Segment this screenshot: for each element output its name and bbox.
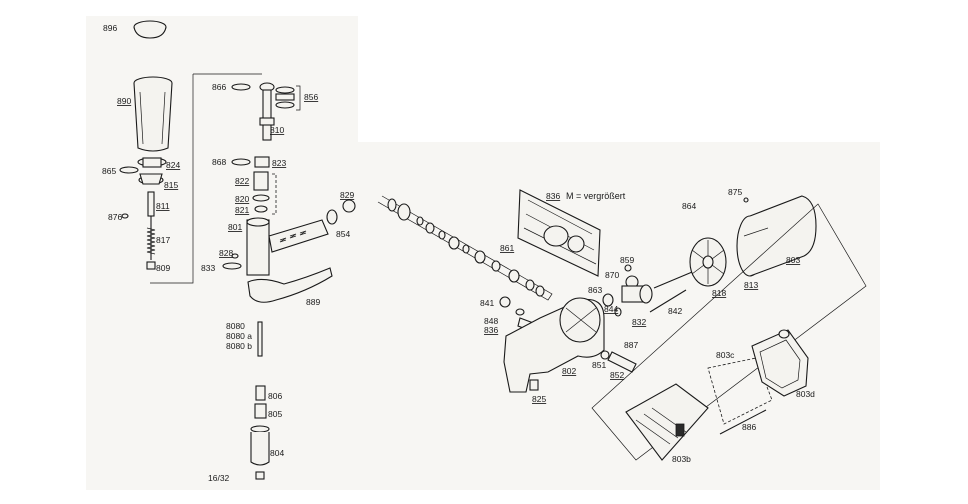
label-803c: 803c — [716, 350, 735, 360]
label-801: 801 — [228, 222, 242, 232]
label-803d: 803d — [796, 389, 815, 399]
label-866: 866 — [212, 82, 226, 92]
label-805: 805 — [268, 409, 282, 419]
label-811: 811 — [156, 201, 170, 211]
label-854: 854 — [336, 229, 350, 239]
label-864: 864 — [682, 201, 696, 211]
label-876: 876 — [108, 212, 122, 222]
label-817: 817 — [156, 235, 170, 245]
label-813: 813 — [744, 280, 758, 290]
part-valve-body-836 — [517, 189, 601, 277]
label-859: 859 — [620, 255, 634, 265]
part-shaft-810 — [231, 82, 301, 141]
parts-row-middle — [387, 198, 545, 297]
label-802: 802 — [562, 366, 576, 376]
label-868: 868 — [212, 157, 226, 167]
label-836: 836 — [546, 191, 560, 201]
labels: 896 890 865 824 815 811 876 817 809 866 … — [102, 23, 815, 483]
label-861: 861 — [500, 243, 514, 253]
label-8080b: 8080 b — [226, 341, 252, 351]
part-gasket-803c — [707, 357, 773, 425]
parts-cluster-832 — [602, 264, 653, 317]
label-896: 896 — [103, 23, 117, 33]
part-housing-802 — [503, 297, 605, 393]
label-851: 851 — [592, 360, 606, 370]
label-848: 848 — [484, 316, 498, 326]
label-863: 863 — [588, 285, 602, 295]
part-lid-896 — [133, 20, 167, 39]
part-ring-823 — [231, 156, 270, 168]
label-815: 815 — [164, 180, 178, 190]
part-cup-890 — [133, 76, 173, 152]
label-887: 887 — [624, 340, 638, 350]
part-rod-886 — [719, 409, 767, 435]
label-844: 844 — [604, 304, 618, 314]
part-sleeve-822 — [252, 171, 277, 215]
label-886: 886 — [742, 422, 756, 432]
label-822: 822 — [235, 176, 249, 186]
label-8080a: 8080 a — [226, 331, 252, 341]
part-cup-base-824 — [119, 157, 167, 185]
label-16-32: 16/32 — [208, 473, 230, 483]
part-cover-803d — [751, 329, 809, 397]
label-842: 842 — [668, 306, 682, 316]
label-821: 821 — [235, 205, 249, 215]
label-875: 875 — [728, 187, 742, 197]
label-820: 820 — [235, 194, 249, 204]
label-829: 829 — [340, 190, 354, 200]
label-856: 856 — [304, 92, 318, 102]
label-803: 803 — [786, 255, 800, 265]
label-810: 810 — [270, 125, 284, 135]
label-889: 889 — [306, 297, 320, 307]
parts-cluster-841 — [499, 296, 537, 333]
label-803b: 803b — [672, 454, 691, 464]
label-833: 833 — [201, 263, 215, 273]
part-fan-818 — [649, 237, 727, 313]
label-806: 806 — [268, 391, 282, 401]
label-865: 865 — [102, 166, 116, 176]
label-804: 804 — [270, 448, 284, 458]
label-823: 823 — [272, 158, 286, 168]
part-needle-811 — [121, 191, 156, 270]
label-836-small: 836 — [484, 325, 498, 335]
label-818: 818 — [712, 288, 726, 298]
part-fitting-852 — [600, 350, 637, 373]
group-bracket-left — [150, 73, 262, 284]
part-housing-803b — [625, 383, 709, 461]
label-852: 852 — [610, 370, 624, 380]
label-825: 825 — [532, 394, 546, 404]
note-vergroessert: M = vergrößert — [566, 191, 626, 201]
group-frame-lower-right — [591, 203, 867, 461]
label-832: 832 — [632, 317, 646, 327]
label-870: 870 — [605, 270, 619, 280]
label-841: 841 — [480, 298, 494, 308]
label-824: 824 — [166, 160, 180, 170]
part-stem-8080 — [250, 321, 270, 480]
label-8080: 8080 — [226, 321, 245, 331]
part-gun-body-801 — [222, 199, 356, 303]
label-828: 828 — [219, 248, 233, 258]
label-809: 809 — [156, 263, 170, 273]
label-890: 890 — [117, 96, 131, 106]
